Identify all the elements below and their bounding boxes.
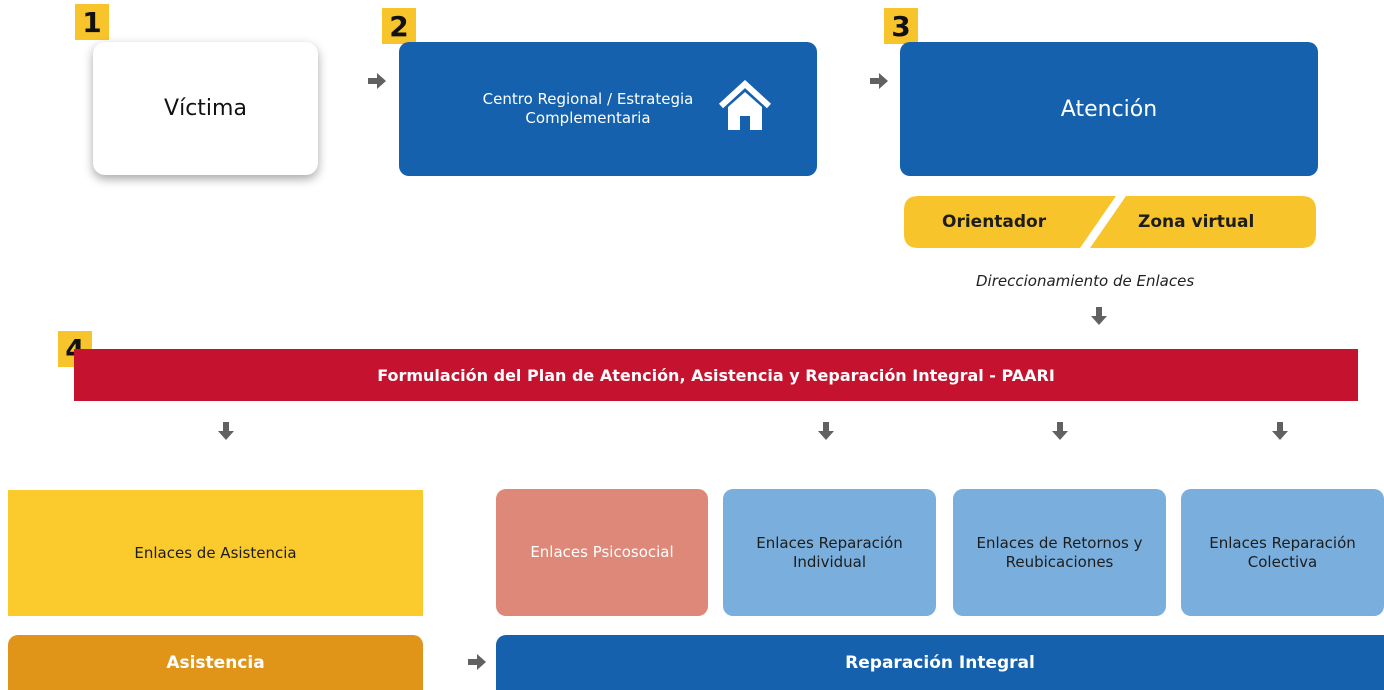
house-icon	[717, 79, 773, 136]
individual-reparation-links-box: Enlaces Reparación Individual	[723, 489, 936, 616]
attention-label: Atención	[1060, 96, 1158, 122]
arrow-down-icon	[818, 422, 834, 440]
victim-box: Víctima	[93, 42, 318, 175]
step-number-1: 1	[75, 4, 109, 40]
regional-center-label: Centro Regional / Estrategia Complementa…	[482, 90, 694, 127]
arrow-down-icon	[1052, 422, 1068, 440]
arrow-down-icon	[1272, 422, 1288, 440]
arrow-down-icon	[218, 422, 234, 440]
individual-reparation-links-label: Enlaces Reparación Individual	[756, 533, 903, 571]
assistance-links-box: Enlaces de Asistencia	[8, 490, 423, 616]
virtual-zone-label: Zona virtual	[1138, 212, 1255, 232]
routing-label: Direccionamiento de Enlaces	[976, 272, 1195, 290]
returns-links-box: Enlaces de Retornos y Reubicaciones	[953, 489, 1166, 616]
arrow-right-icon	[468, 654, 486, 670]
assistance-group-bar: Asistencia	[8, 635, 423, 690]
psychosocial-links-box: Enlaces Psicosocial	[496, 489, 708, 616]
returns-links-label: Enlaces de Retornos y Reubicaciones	[976, 533, 1143, 571]
assistance-links-label: Enlaces de Asistencia	[134, 543, 297, 562]
collective-reparation-links-box: Enlaces Reparación Colectiva	[1181, 489, 1384, 616]
paari-bar: Formulación del Plan de Atención, Asiste…	[74, 349, 1358, 401]
step-number-3: 3	[884, 8, 918, 44]
reparation-group-bar: Reparación Integral	[496, 635, 1384, 690]
channels-pill: Orientador Zona virtual	[904, 196, 1316, 248]
reparation-group-label: Reparación Integral	[845, 652, 1035, 673]
victim-label: Víctima	[164, 96, 247, 121]
collective-reparation-links-label: Enlaces Reparación Colectiva	[1209, 533, 1356, 571]
arrow-down-icon	[1091, 307, 1107, 325]
regional-center-box: Centro Regional / Estrategia Complementa…	[399, 42, 817, 176]
step-number-2: 2	[382, 8, 416, 44]
psychosocial-links-label: Enlaces Psicosocial	[530, 543, 674, 561]
assistance-group-label: Asistencia	[166, 652, 265, 673]
orientador-label: Orientador	[942, 212, 1047, 232]
attention-box: Atención	[900, 42, 1318, 176]
arrow-right-icon	[870, 73, 888, 89]
arrow-right-icon	[368, 73, 386, 89]
paari-label: Formulación del Plan de Atención, Asiste…	[377, 365, 1055, 385]
